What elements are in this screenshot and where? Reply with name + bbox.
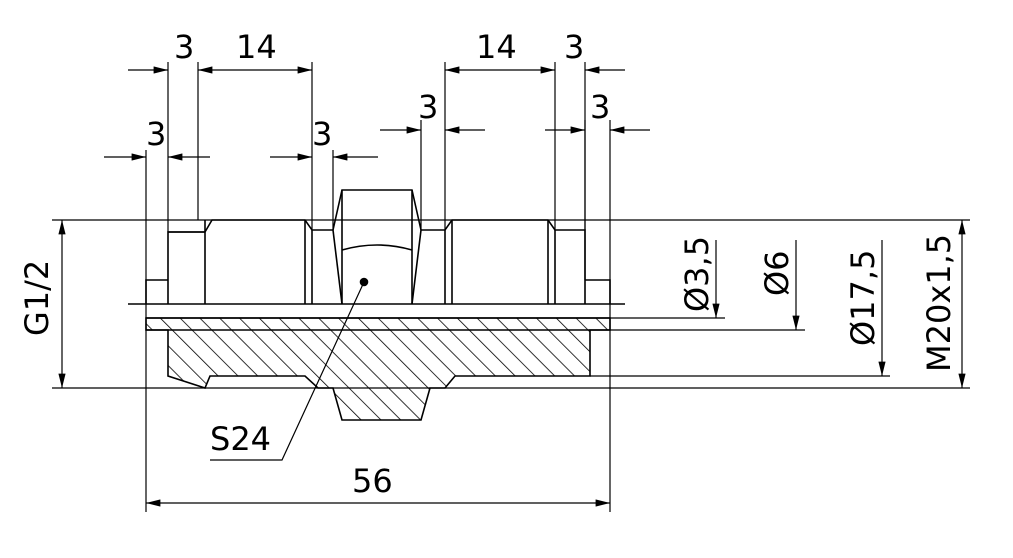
dim-mid-right-3: 3 (590, 88, 610, 126)
dim-thread-left: G1/2 (18, 260, 56, 336)
dim-thread-right: M20x1,5 (920, 234, 958, 372)
dim-top-left-3: 3 (174, 28, 194, 66)
extension-lines (52, 62, 970, 512)
dim-diam-6: Ø6 (758, 250, 796, 296)
dim-low-left-3: 3 (146, 115, 166, 153)
dimension-lines (58, 66, 966, 507)
fitting-upper-view (128, 189, 625, 305)
dim-low-left-3b: 3 (312, 115, 332, 153)
dim-top-right-3: 3 (564, 28, 584, 66)
dim-diam-17-5: Ø17,5 (844, 250, 882, 346)
dim-mid-center-3: 3 (418, 88, 438, 126)
dim-diam-bore: Ø3,5 (678, 236, 716, 312)
dim-top-right-14: 14 (476, 28, 517, 66)
fitting-section-view (145, 317, 611, 421)
dim-top-left-14: 14 (236, 28, 277, 66)
dim-overall-length: 56 (352, 462, 393, 500)
dim-wrench-size: S24 (210, 420, 271, 458)
